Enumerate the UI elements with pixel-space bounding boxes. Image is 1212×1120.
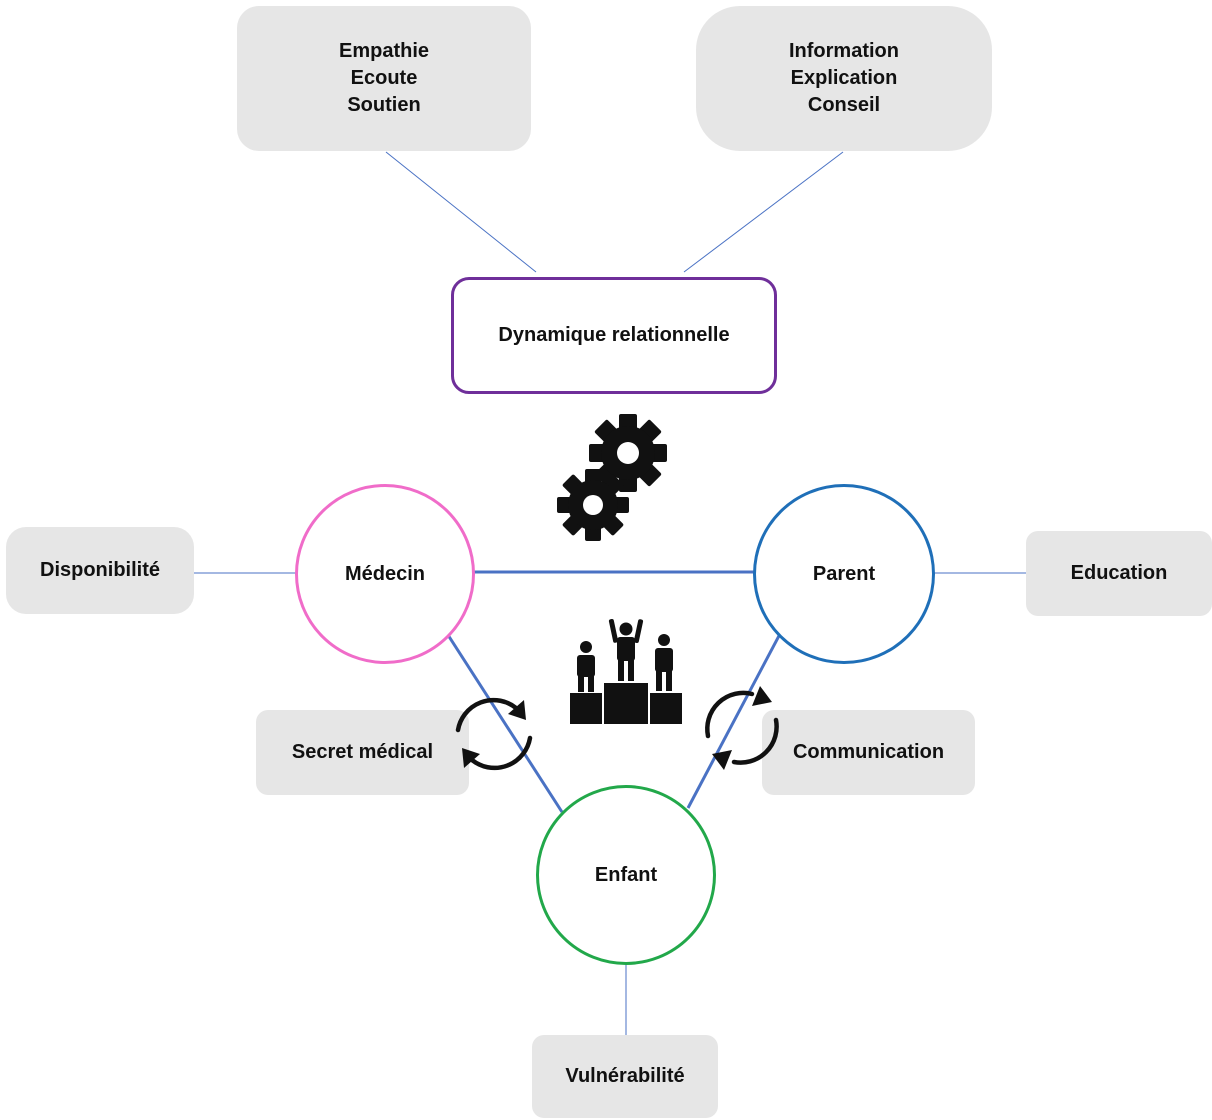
disponibilite-label: Disponibilité: [40, 559, 160, 581]
connector-top-left: [385, 151, 537, 273]
top-right-box-line: Explication: [790, 67, 898, 89]
disponibilite-box: Disponibilité: [6, 527, 194, 614]
node-medecin-label: Médecin: [344, 562, 426, 585]
node-parent-label: Parent: [812, 562, 876, 585]
cycle-arrows-icon: [455, 697, 533, 771]
dynamique-relationnelle-box: Dynamique relationnelle: [451, 277, 777, 394]
vulnerabilite-label: Vulnérabilité: [565, 1065, 685, 1087]
top-right-box-line: Information: [789, 40, 899, 62]
dynamique-relationnelle-label: Dynamique relationnelle: [498, 324, 730, 346]
node-enfant-label: Enfant: [594, 863, 658, 886]
node-enfant: Enfant: [536, 785, 716, 965]
cycle-arrows-icon: [705, 686, 779, 770]
node-medecin: Médecin: [295, 484, 475, 664]
vulnerabilite-box: Vulnérabilité: [532, 1035, 718, 1118]
secret-medical-box: Secret médical: [256, 710, 469, 795]
node-parent: Parent: [753, 484, 935, 664]
edge-medecin-enfant: [446, 634, 564, 813]
communication-label: Communication: [792, 741, 945, 763]
top-left-box-line: Ecoute: [350, 67, 418, 89]
communication-box: Communication: [762, 710, 975, 795]
gear-small-icon: [557, 469, 629, 541]
podium-icon: [570, 619, 682, 724]
top-left-box-line: Soutien: [347, 94, 421, 116]
education-label: Education: [1070, 562, 1168, 584]
edge-parent-enfant: [686, 631, 783, 809]
education-box: Education: [1026, 531, 1212, 616]
gears-icon: [557, 414, 667, 541]
top-left-box: Empathie Ecoute Soutien: [237, 6, 531, 151]
top-left-box-line: Empathie: [338, 40, 430, 62]
secret-medical-label: Secret médical: [291, 741, 434, 763]
connector-top-right: [683, 151, 844, 273]
top-right-box-line: Conseil: [807, 94, 881, 116]
top-right-box: Information Explication Conseil: [696, 6, 992, 151]
